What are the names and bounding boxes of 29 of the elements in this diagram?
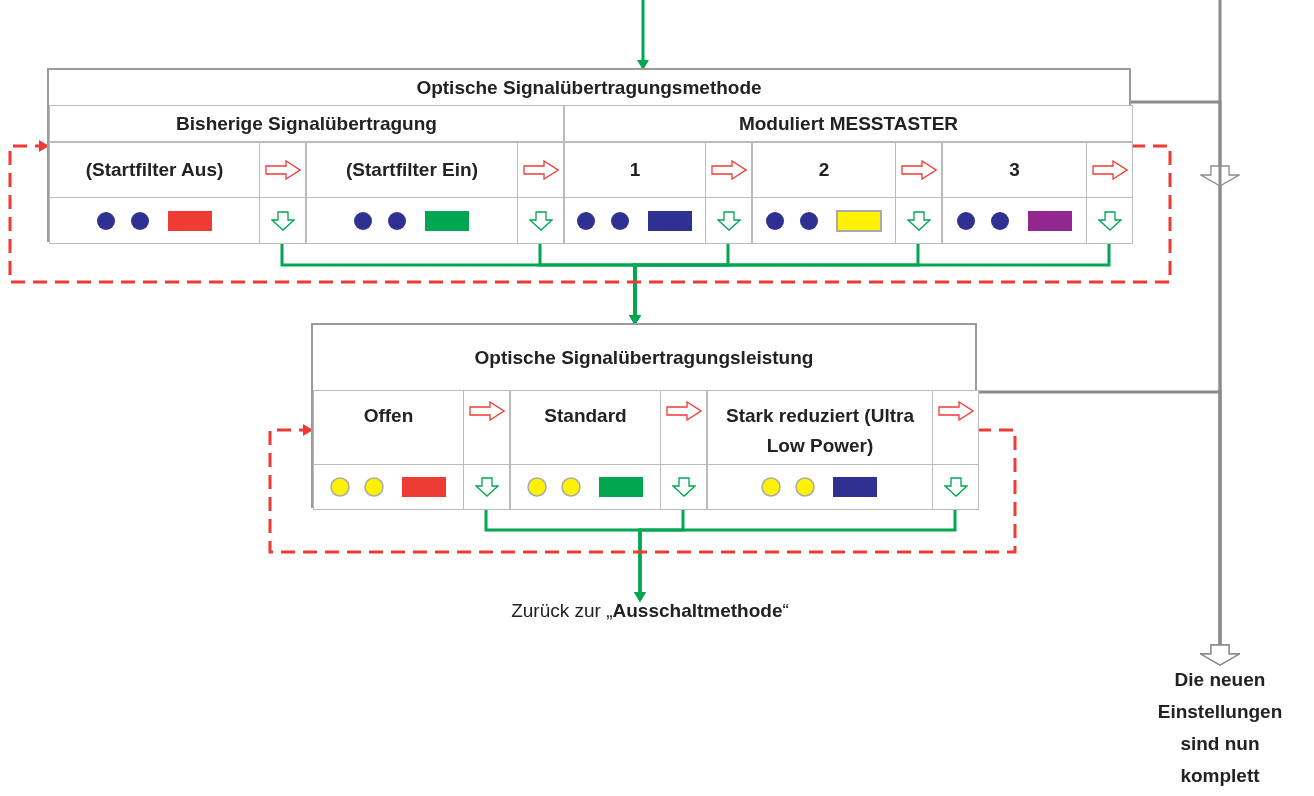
- option-label: (Startfilter Aus): [85, 158, 224, 182]
- option-label: 1: [629, 158, 641, 182]
- arrow: [634, 508, 957, 602]
- option-column: [752, 142, 942, 244]
- dashed-loop-arrow: [268, 424, 1017, 554]
- arrow: [637, 0, 649, 70]
- option-label: Stark reduziert (Ultra Low Power): [725, 404, 915, 458]
- table-heading: Optische Signalübertragungsleistung: [474, 346, 814, 369]
- option-column: [313, 390, 510, 510]
- table-heading: Optische Signalübertragungsmethode: [416, 76, 762, 99]
- option-column: [306, 142, 564, 244]
- option-column: [49, 142, 306, 244]
- option-label: Offen: [363, 404, 414, 428]
- table-frame: [311, 323, 977, 508]
- option-column: [564, 142, 752, 244]
- option-label: (Startfilter Ein): [346, 158, 478, 182]
- option-label: 3: [1009, 158, 1020, 182]
- option-column: [510, 390, 707, 510]
- arrow: [629, 242, 1111, 325]
- group-heading: Moduliert MESSTASTER: [564, 105, 1133, 142]
- return-note: Zurück zur „Ausschaltmethode“: [440, 600, 860, 626]
- option-column: [942, 142, 1133, 244]
- option-column: [707, 390, 979, 510]
- completion-note: Die neuen Einstellungen sind nun komplett: [1140, 664, 1300, 792]
- table-frame: [47, 68, 1131, 242]
- option-label: 2: [818, 158, 830, 182]
- option-label: Standard: [544, 404, 627, 428]
- dashed-loop-arrow: [8, 140, 1172, 284]
- group-heading: Bisherige Signalübertragung: [49, 105, 564, 142]
